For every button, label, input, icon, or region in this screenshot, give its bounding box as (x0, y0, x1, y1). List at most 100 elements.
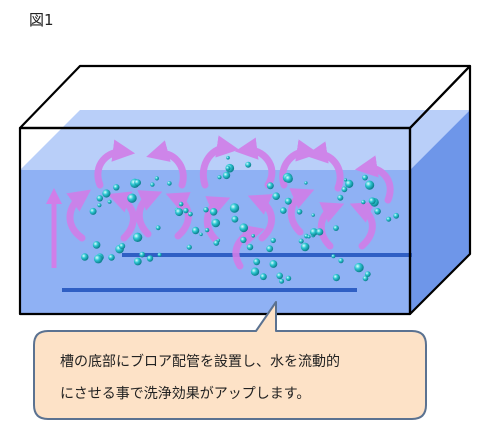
air-bubble (108, 254, 115, 261)
flow-arrow-8 (66, 189, 92, 242)
flow-arrow-15 (232, 224, 265, 270)
callout-line-2: にさせる事で洗浄効果がアップします。 (60, 386, 311, 402)
callout-box (33, 301, 427, 420)
air-bubbles (81, 155, 400, 284)
air-bubble (362, 174, 368, 181)
air-bubble (97, 203, 102, 208)
air-bubble (175, 208, 184, 217)
callout-text: 槽の底部にブロア配管を設置し、水を流動的 にさせる事で洗浄効果がアップします。 (60, 346, 420, 410)
air-bubble (229, 203, 240, 213)
air-bubble (239, 223, 249, 233)
flow-arrow-1 (94, 139, 136, 189)
air-bubble (217, 175, 222, 180)
air-bubble (260, 273, 267, 281)
air-bubble (311, 213, 315, 217)
air-bubble (279, 278, 285, 284)
flow-arrow-12 (203, 196, 231, 244)
air-bubble (188, 211, 193, 217)
air-bubble (81, 253, 89, 261)
air-bubble (304, 181, 308, 185)
air-bubble (300, 242, 310, 252)
air-bubble (386, 216, 392, 222)
air-bubble (307, 235, 311, 239)
air-bubble (211, 218, 221, 228)
flow-arrow-5 (279, 139, 320, 189)
figure-label: 図1 (29, 11, 54, 29)
flow-arrow-13 (247, 194, 275, 242)
air-bubble (240, 236, 247, 244)
air-bubble (316, 228, 324, 236)
air-bubble (393, 212, 400, 219)
flow-arrow-6 (304, 141, 344, 192)
air-bubble (154, 176, 159, 181)
air-bubble (309, 228, 318, 236)
air-bubble (155, 225, 161, 231)
air-bubble (146, 255, 154, 262)
air-bubble (284, 197, 292, 205)
air-bubble (127, 193, 137, 203)
air-bubble (150, 182, 155, 187)
air-bubble (270, 237, 276, 244)
air-bubble (204, 227, 210, 233)
air-bubble (276, 272, 284, 280)
air-bubble (139, 251, 146, 258)
air-bubble (119, 243, 126, 250)
air-bubble (213, 240, 220, 246)
air-bubble (361, 199, 366, 205)
air-bubble (199, 232, 203, 237)
air-bubble (96, 195, 104, 202)
flow-arrow-14 (287, 188, 315, 236)
air-bubble (253, 258, 261, 266)
air-bubble (374, 208, 381, 215)
air-bubble (368, 197, 376, 205)
air-bubble (338, 258, 344, 264)
circulation-arrows (66, 135, 394, 270)
callout-line-1: 槽の底部にブロア配管を設置し、水を流動的 (60, 354, 340, 370)
air-bubble (92, 241, 101, 249)
air-bubble (93, 254, 103, 264)
air-bubble (191, 226, 200, 235)
air-bubble (266, 182, 274, 190)
air-bubble (332, 274, 340, 282)
air-bubble (133, 257, 142, 266)
water-side-surface (410, 110, 470, 314)
air-bubble (251, 234, 255, 238)
air-bubble (266, 245, 274, 253)
air-bubble (364, 271, 371, 277)
air-bubble (345, 179, 354, 188)
air-bubble (157, 252, 162, 257)
air-bubble (333, 225, 339, 232)
air-bubble (331, 254, 336, 259)
air-bubble (231, 215, 239, 223)
air-bubble (226, 155, 230, 160)
air-bubble (284, 174, 293, 183)
air-bubble (285, 275, 292, 281)
air-bubble (296, 209, 303, 215)
air-bubble (280, 207, 287, 214)
flow-arrow-2 (146, 140, 187, 189)
flow-arrow-4 (234, 137, 276, 189)
flow-arrow-10 (135, 190, 163, 238)
air-bubble (337, 194, 344, 201)
air-bubble (246, 243, 254, 251)
tank-outline (18, 64, 472, 316)
air-bubble (102, 189, 111, 198)
flow-arrow-17 (349, 202, 376, 250)
air-bubble (203, 207, 209, 213)
flow-arrow-3 (199, 135, 240, 189)
air-bubble (222, 171, 231, 180)
flow-arrow-16 (317, 202, 345, 250)
air-bubble (250, 267, 260, 276)
water-top-surface (20, 110, 470, 170)
air-bubble (113, 184, 120, 191)
air-bubble (209, 208, 218, 216)
air-bubble (89, 207, 97, 215)
air-bubble (132, 232, 143, 242)
air-bubble (341, 186, 348, 193)
air-bubble (272, 192, 281, 200)
air-bubble (178, 201, 184, 207)
air-bubble (245, 161, 252, 168)
air-bubble (365, 180, 375, 190)
air-bubble (298, 238, 304, 244)
